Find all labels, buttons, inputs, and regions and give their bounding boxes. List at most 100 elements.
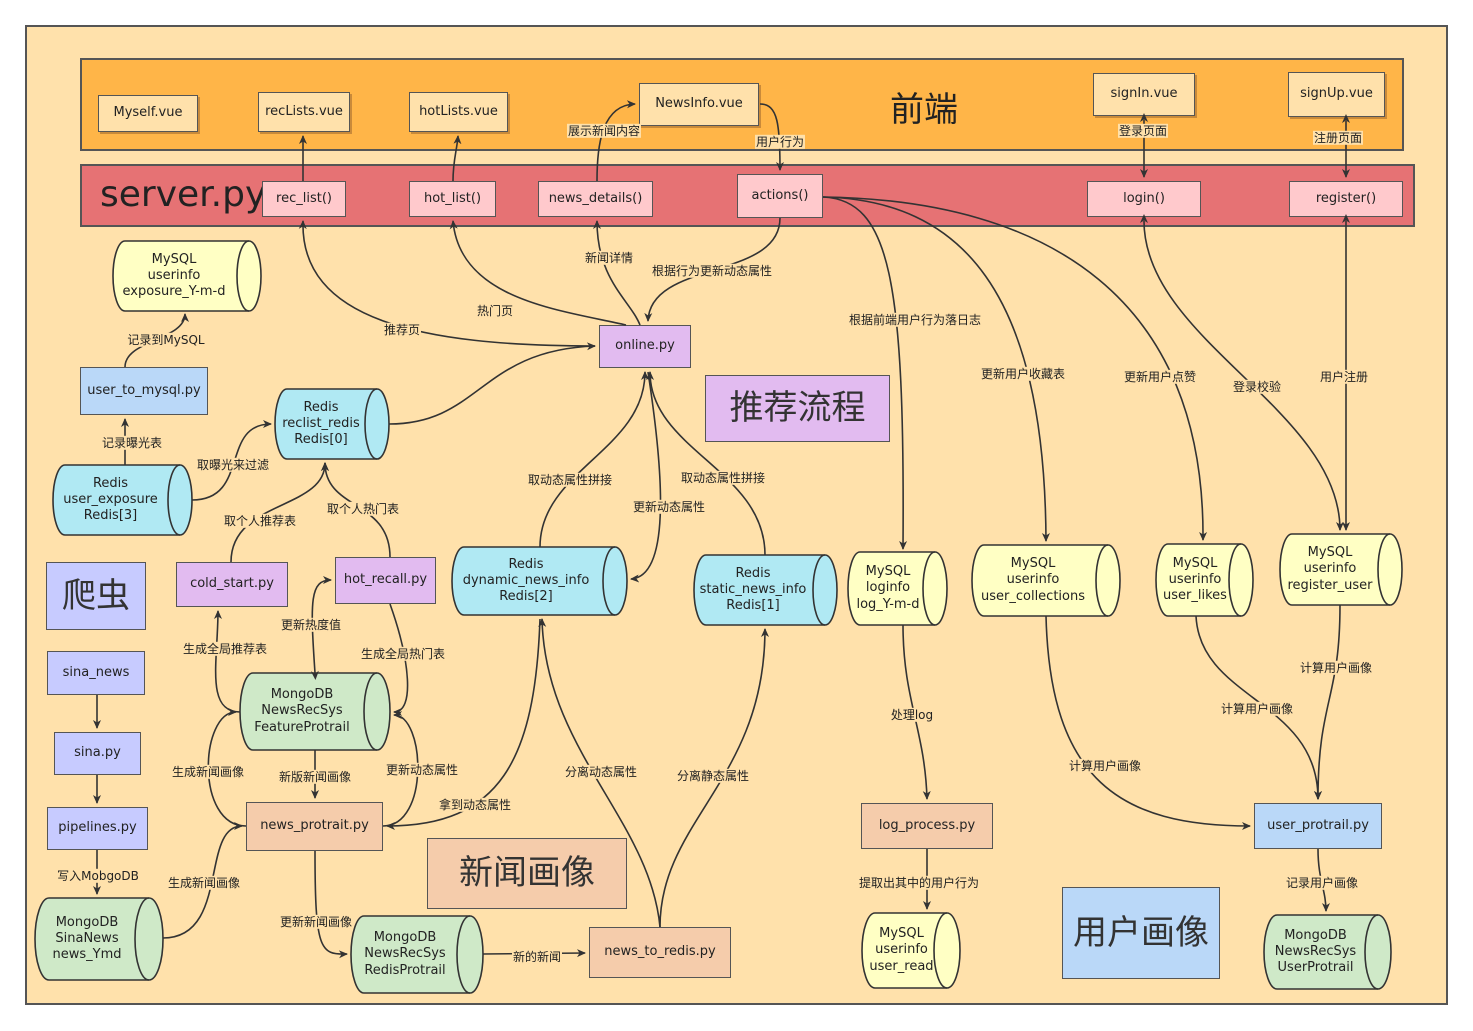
label-split-dyn: 分离动态属性 [563,764,639,780]
store-mongo-redisprotrail-label: MongoDB NewsRecSys RedisProtrail [364,930,446,978]
label-rec-page: 推荐页 [382,322,422,338]
fn-news-details: news_details() [538,181,653,217]
cylinder-cap [364,388,378,460]
label-user-action: 用户行为 [754,134,806,150]
cylinder-shape [847,551,948,626]
label-gen-news-portrait-1: 生成新闻画像 [170,764,246,780]
label-user-register: 用户注册 [1318,369,1370,385]
section-news-portrait: 新闻画像 [427,838,627,909]
cylinder-cap [1095,544,1109,617]
store-mongo-feature: MongoDB NewsRecSys FeatureProtrail [239,672,391,751]
cylinder-shape [52,464,193,536]
label-personal-hot: 取个人热门表 [325,501,401,517]
cylinder-cap [1228,543,1242,617]
cylinder-cap [812,554,826,626]
cylinder-shape [1263,914,1392,990]
label-filter-exposure: 取曝光来过滤 [195,457,271,473]
label-update-by-action: 根据行为更新动态属性 [650,263,774,279]
cylinder-cap [363,672,378,751]
cylinder-cap [134,897,150,981]
label-split-static: 分离静态属性 [675,768,751,784]
section-recommend: 推荐流程 [705,375,890,442]
label-write-mongo: 写入MobgoDB [56,868,140,884]
store-mongo-redisprotrail: MongoDB NewsRecSys RedisProtrail [350,915,484,994]
label-gen-global-hot: 生成全局热门表 [359,646,447,662]
store-mongo-sina-label: MongoDB SinaNews news_Ymd [52,914,122,963]
store-mysql-likes-label: MySQL userinfo user_likes [1163,555,1227,604]
cylinder-cap [456,915,471,994]
label-hot-page: 热门页 [475,303,515,319]
file-myself-vue: Myself.vue [98,95,198,132]
module-sina-py: sina.py [54,732,141,775]
label-new-news-portrait: 新版新闻画像 [277,769,353,785]
label-gen-global-rec: 生成全局推荐表 [181,641,269,657]
label-new-news: 新的新闻 [511,949,563,965]
label-record-portrait: 记录用户画像 [1284,875,1360,891]
store-redis-dynamic-label: Redis dynamic_news_info Redis[2] [462,556,590,605]
module-user-protrail: user_protrail.py [1254,803,1382,849]
store-mysql-collections-label: MySQL userinfo user_collections [981,556,1085,604]
module-hot-recall: hot_recall.py [335,557,436,604]
store-mongo-userprotrail: MongoDB NewsRecSys UserProtrail [1263,914,1392,990]
file-signup-vue: signUp.vue [1288,72,1385,117]
label-gen-news-portrait-2: 生成新闻画像 [166,875,242,891]
label-update-dyn-1: 更新动态属性 [631,499,707,515]
module-pipelines: pipelines.py [47,807,148,850]
label-news-detail: 新闻详情 [583,250,635,266]
cylinder-cap [236,240,250,312]
cylinder-shape [274,388,390,460]
store-mysql-collections: MySQL userinfo user_collections [971,544,1121,617]
store-redis-static-label: Redis static_news_info Redis[1] [699,565,807,614]
store-redis-exposure: Redis user_exposure Redis[3] [52,464,193,536]
label-personal-rec: 取个人推荐表 [222,513,298,529]
label-register-page: 注册页面 [1312,130,1364,146]
label-update-hot: 更新热度值 [279,617,343,633]
module-log-process: log_process.py [861,803,993,849]
store-mysql-user-read-label: MySQL userinfo user_read [869,926,934,974]
module-sina-news: sina_news [47,651,145,695]
section-crawler: 爬虫 [46,562,146,630]
file-reclists-vue: recLists.vue [258,92,350,132]
label-record-exposure: 记录曝光表 [100,435,164,451]
file-signin-vue: signIn.vue [1093,73,1195,116]
store-mysql-loginfo: MySQL loginfo log_Y-m-d [847,551,948,626]
fn-hot-list: hot_list() [409,181,496,217]
store-mongo-sina: MongoDB SinaNews news_Ymd [34,897,164,981]
module-online: online.py [599,325,691,368]
store-mysql-exposure-label: MySQL userinfo exposure_Y-m-d [122,251,226,300]
server-title: server.py [100,174,267,215]
fn-rec-list: rec_list() [262,181,346,217]
fn-register: register() [1289,181,1403,217]
label-calc-portrait-2: 计算用户画像 [1219,701,1295,717]
label-update-dyn-2: 更新动态属性 [384,762,460,778]
cylinder-shape [693,554,838,626]
file-newsinfo-vue: NewsInfo.vue [639,83,759,126]
store-redis-static: Redis static_news_info Redis[1] [693,554,838,626]
store-redis-dynamic: Redis dynamic_news_info Redis[2] [451,546,628,616]
cylinder-shape [350,915,484,994]
store-redis-reclist-label: Redis reclist_redis Redis[0] [282,399,360,448]
frontend-title: 前端 [890,90,958,130]
label-dyn-concat-1: 取动态属性拼接 [526,472,614,488]
label-show-news: 展示新闻内容 [566,123,642,139]
cylinder-cap [922,551,936,626]
module-cold-start: cold_start.py [176,562,288,607]
store-mysql-register-label: MySQL userinfo register_user [1287,545,1373,593]
cylinder-shape [34,897,164,981]
cylinder-shape [861,912,961,989]
section-user-portrait: 用户画像 [1062,887,1220,979]
label-dyn-concat-2: 取动态属性拼接 [679,470,767,486]
store-mysql-loginfo-label: MySQL loginfo log_Y-m-d [856,564,920,612]
label-update-collect: 更新用户收藏表 [979,366,1067,382]
label-get-dyn: 拿到动态属性 [437,797,513,813]
cylinder-shape [451,546,628,616]
module-news-protrait: news_protrait.py [246,802,383,851]
store-redis-reclist: Redis reclist_redis Redis[0] [274,388,390,460]
label-log-by-action: 根据前端用户行为落日志 [847,312,983,328]
store-mongo-userprotrail-label: MongoDB NewsRecSys UserProtrail [1274,927,1357,976]
fn-actions: actions() [737,174,823,218]
store-mysql-likes: MySQL userinfo user_likes [1155,543,1254,617]
cylinder-cap [933,912,948,989]
store-mysql-register: MySQL userinfo register_user [1279,533,1403,606]
label-extract-actions: 提取出其中的用户行为 [857,875,981,891]
